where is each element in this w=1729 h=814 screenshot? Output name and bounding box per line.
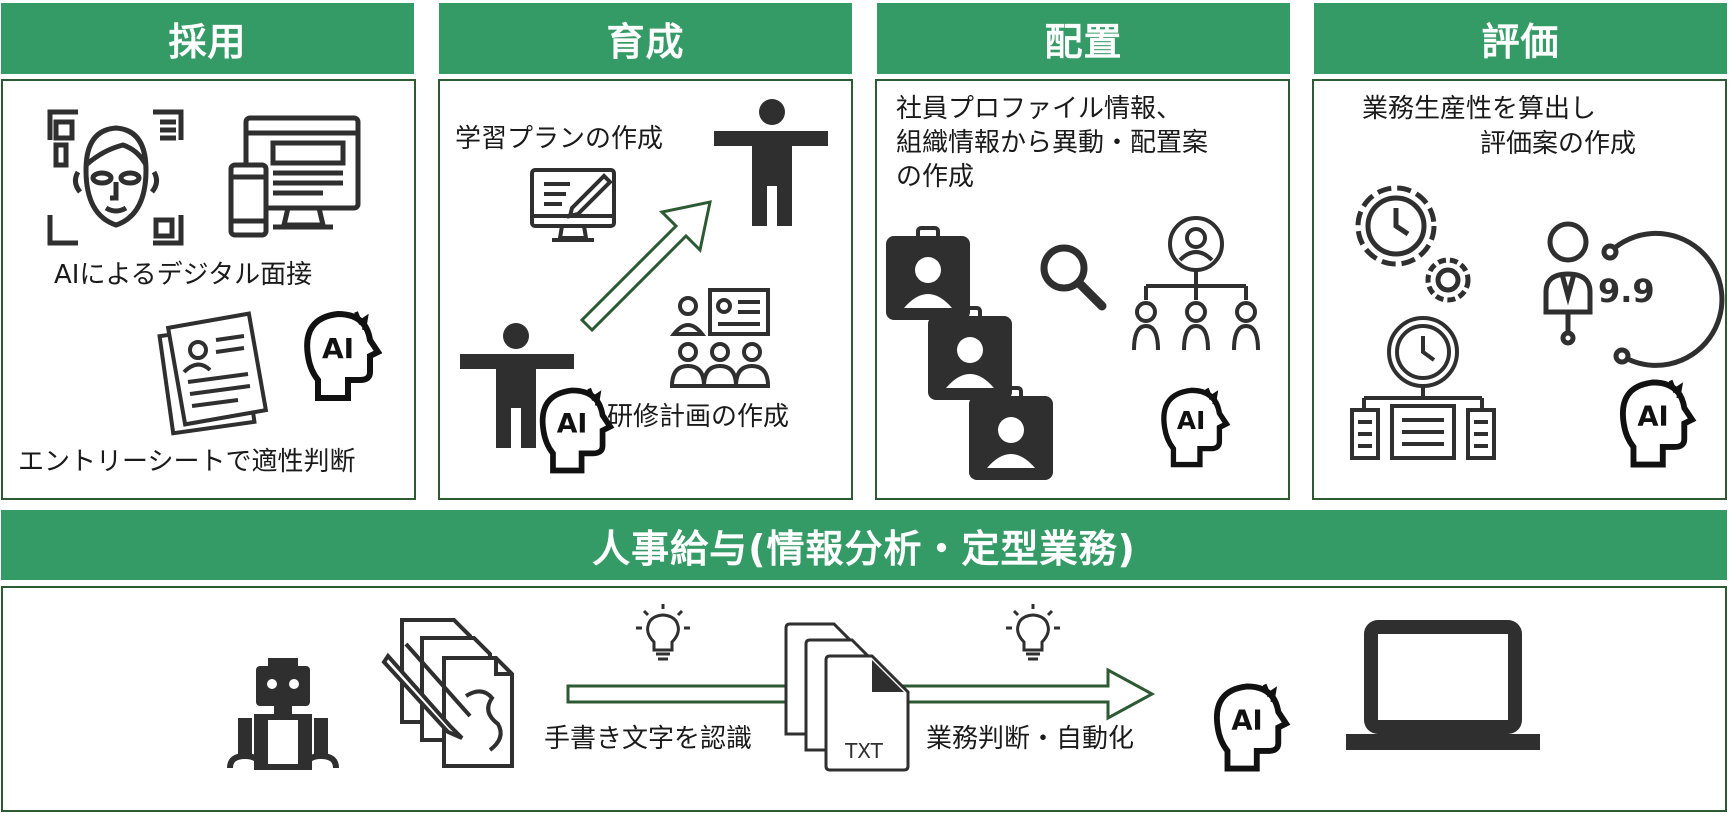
training-program-label: 研修計画の作成 [607, 402, 790, 432]
svg-text:AI: AI [557, 408, 588, 439]
svg-text:9.9: 9.9 [1598, 272, 1655, 310]
interview-label: AIによるデジタル面接 [54, 260, 313, 290]
ai-head-icon: AI [1213, 683, 1291, 772]
lightbulb-icon [1006, 604, 1060, 661]
header-evaluation: 評価 [1314, 3, 1727, 74]
org-chart-icon [1132, 216, 1260, 351]
training-class-icon [669, 288, 771, 388]
profile-badge-icon [969, 386, 1053, 480]
placement-desc-line1: 社員プロファイル情報、 [896, 94, 1183, 124]
header-recruit: 採用 [1, 3, 414, 74]
laptop-icon [1346, 620, 1540, 750]
evaluation-desc-line2: 評価案の作成 [1480, 129, 1637, 159]
profile-badge-icon [886, 226, 970, 320]
handwritten-docs-icon [381, 618, 514, 768]
evaluation-desc-line1: 業務生産性を算出し [1362, 94, 1597, 124]
growth-arrow-icon [579, 200, 712, 333]
face-scan-icon [47, 109, 184, 246]
svg-text:AI: AI [322, 332, 354, 365]
learning-plan-label: 学習プランの作成 [455, 124, 664, 154]
auto-judgment-label: 業務判断・自動化 [926, 724, 1135, 754]
person-score-icon: 9.9 [1543, 221, 1725, 368]
magnifier-icon [1040, 244, 1107, 311]
handwriting-recognition-label: 手書き文字を認識 [544, 724, 753, 754]
devices-icon [228, 115, 361, 238]
ai-head-icon: AI [1161, 387, 1231, 468]
robot-icon [227, 658, 339, 770]
svg-text:AI: AI [1231, 705, 1262, 736]
svg-text:TXT: TXT [844, 739, 884, 763]
svg-text:AI: AI [1177, 406, 1205, 435]
person-bottom-icon [460, 323, 574, 448]
ai-head-icon: AI [1619, 379, 1697, 468]
gear-clock-icon [1355, 185, 1471, 303]
lightbulb-icon [636, 604, 690, 661]
header-hr-payroll: 人事給与(情報分析・定型業務) [1, 510, 1727, 580]
person-top-icon [714, 99, 828, 226]
placement-desc-line3: の作成 [896, 162, 975, 192]
svg-text:AI: AI [1637, 401, 1668, 432]
entry-label: エントリーシートで適性判断 [18, 447, 356, 477]
txt-documents-icon: TXT [784, 622, 910, 772]
placement-desc-line2: 組織情報から異動・配置案 [896, 128, 1209, 158]
header-training: 育成 [439, 3, 852, 74]
ai-head-icon: AI [304, 310, 383, 401]
clock-org-icon [1350, 316, 1496, 460]
entry-sheet-icon [157, 311, 269, 436]
computer-pen-icon [530, 168, 616, 242]
profile-badge-icon [928, 306, 1012, 400]
ai-head-icon: AI [539, 387, 615, 474]
header-placement: 配置 [877, 3, 1290, 74]
